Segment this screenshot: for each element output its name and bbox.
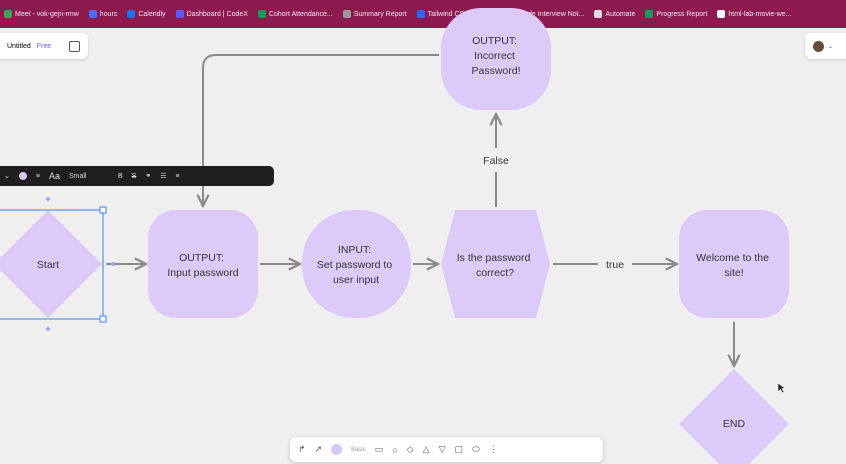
input-set-node	[302, 210, 411, 318]
link-icon[interactable]: ⚭	[145, 173, 152, 180]
bookmark-favicon-icon	[88, 10, 97, 18]
shape-color-button[interactable]	[331, 444, 343, 455]
bookmark-label: Automate	[605, 10, 636, 18]
bookmark-item[interactable]: Dashboard | CodeX	[175, 10, 248, 18]
strikethrough-button[interactable]: S	[131, 172, 137, 180]
bookmark-item[interactable]: Progress Report	[645, 10, 707, 18]
output-prompt-label: OUTPUT: Input password	[167, 252, 238, 279]
font-size-select[interactable]: Small	[68, 172, 87, 180]
bookmark-item[interactable]: html-lab-movie-we...	[717, 10, 791, 18]
diamond-icon[interactable]: ◇	[406, 444, 414, 454]
welcome-node	[679, 210, 789, 318]
bookmark-label: hours	[99, 10, 118, 18]
bookmark-item[interactable]: hours	[88, 10, 118, 18]
duplicate-icon[interactable]	[69, 40, 81, 52]
bookmark-favicon-icon	[175, 10, 184, 18]
start-label: Start	[37, 259, 59, 271]
rectangle-icon[interactable]: ▭	[374, 444, 384, 454]
bookmark-label: Progress Report	[656, 10, 708, 18]
fill-color-button[interactable]	[18, 172, 27, 180]
bookmark-item[interactable]: Calendly	[127, 10, 166, 18]
elbow-connector-icon[interactable]: ↱	[298, 444, 306, 454]
bookmark-item[interactable]: Meet - vok-gejn-rmw	[4, 10, 79, 18]
bookmark-label: Cohort Attendance...	[268, 10, 333, 18]
bullet-list-icon[interactable]: ☰	[160, 173, 167, 180]
bookmark-label: Dashboard | CodeX	[186, 10, 248, 18]
decision-node	[441, 210, 550, 318]
false-edge-label: False	[483, 155, 509, 167]
bookmark-item[interactable]: Cohort Attendance...	[257, 10, 333, 18]
bookmark-label: Summary Report	[353, 10, 407, 18]
file-name[interactable]: Untitled	[7, 42, 31, 50]
bookmark-favicon-icon	[257, 10, 266, 18]
bold-button[interactable]: B	[117, 172, 123, 180]
plan-badge: Free	[36, 42, 52, 50]
bookmark-favicon-icon	[4, 10, 12, 18]
bookmark-favicon-icon	[342, 10, 351, 18]
incorrect-password-node	[441, 8, 551, 110]
bookmark-item[interactable]: Automate	[594, 10, 635, 18]
incorrect-password-label: OUTPUT: Incorrect Password!	[471, 35, 520, 77]
chevron-down-icon[interactable]: ⌄	[4, 173, 10, 180]
bookmark-favicon-icon	[416, 10, 425, 18]
bookmark-label: Calendly	[138, 10, 166, 18]
bookmark-label: Meet - vok-gejn-rmw	[15, 10, 79, 18]
bookmark-item[interactable]: Summary Report	[342, 10, 407, 18]
bookmark-favicon-icon	[645, 10, 654, 18]
inverted-triangle-icon[interactable]: ▽	[438, 444, 446, 454]
line-style-icon[interactable]: ≡	[35, 172, 40, 180]
end-label: END	[723, 418, 746, 430]
arrow-icon[interactable]: ↗	[314, 444, 323, 454]
chevron-down-icon[interactable]: ⌄	[828, 43, 834, 50]
bookmark-favicon-icon	[594, 10, 603, 18]
user-menu[interactable]: ⌄	[805, 33, 846, 59]
circle-icon[interactable]: ○	[392, 444, 398, 455]
avatar[interactable]	[813, 40, 824, 52]
true-edge-label: true	[606, 259, 624, 271]
font-button[interactable]: Aa	[48, 171, 60, 181]
style-select[interactable]: Basic	[351, 446, 366, 453]
file-name-box[interactable]: Untitled Free	[0, 33, 88, 59]
bookmark-favicon-icon	[717, 10, 726, 18]
mouse-cursor-icon	[777, 382, 786, 394]
more-shapes-icon[interactable]: ⋮	[488, 444, 498, 454]
end-node	[679, 369, 789, 464]
selection-box	[0, 197, 115, 331]
output-prompt-node	[148, 210, 258, 318]
decision-label: Is the password correct?	[457, 252, 533, 279]
bookmarks-bar: Meet - vok-gejn-rmw hours Calendly Dashboar…	[0, 0, 846, 28]
format-toolbar: ⌄ ≡ Aa Small B S ⚭ ☰ ≡	[0, 166, 274, 186]
connector-incorrect-loop	[203, 54, 439, 206]
tag-shape-icon[interactable]: ⬭	[472, 444, 480, 454]
welcome-label: Welcome to the site!	[696, 252, 772, 279]
triangle-icon[interactable]: △	[422, 444, 430, 454]
align-icon[interactable]: ≡	[175, 172, 180, 180]
bookmark-label: Code Interview Not...	[519, 10, 585, 18]
shapes-toolbar: ↱ ↗ Basic ▭ ○ ◇ △ ▽ ▢ ⬭ ⋮	[290, 437, 603, 462]
rounded-rect-icon[interactable]: ▢	[454, 444, 463, 454]
input-set-label: INPUT: Set password to user input	[317, 244, 395, 286]
start-node	[0, 210, 102, 318]
bookmark-label: html-lab-movie-we...	[728, 10, 792, 18]
bookmark-favicon-icon	[127, 10, 136, 18]
